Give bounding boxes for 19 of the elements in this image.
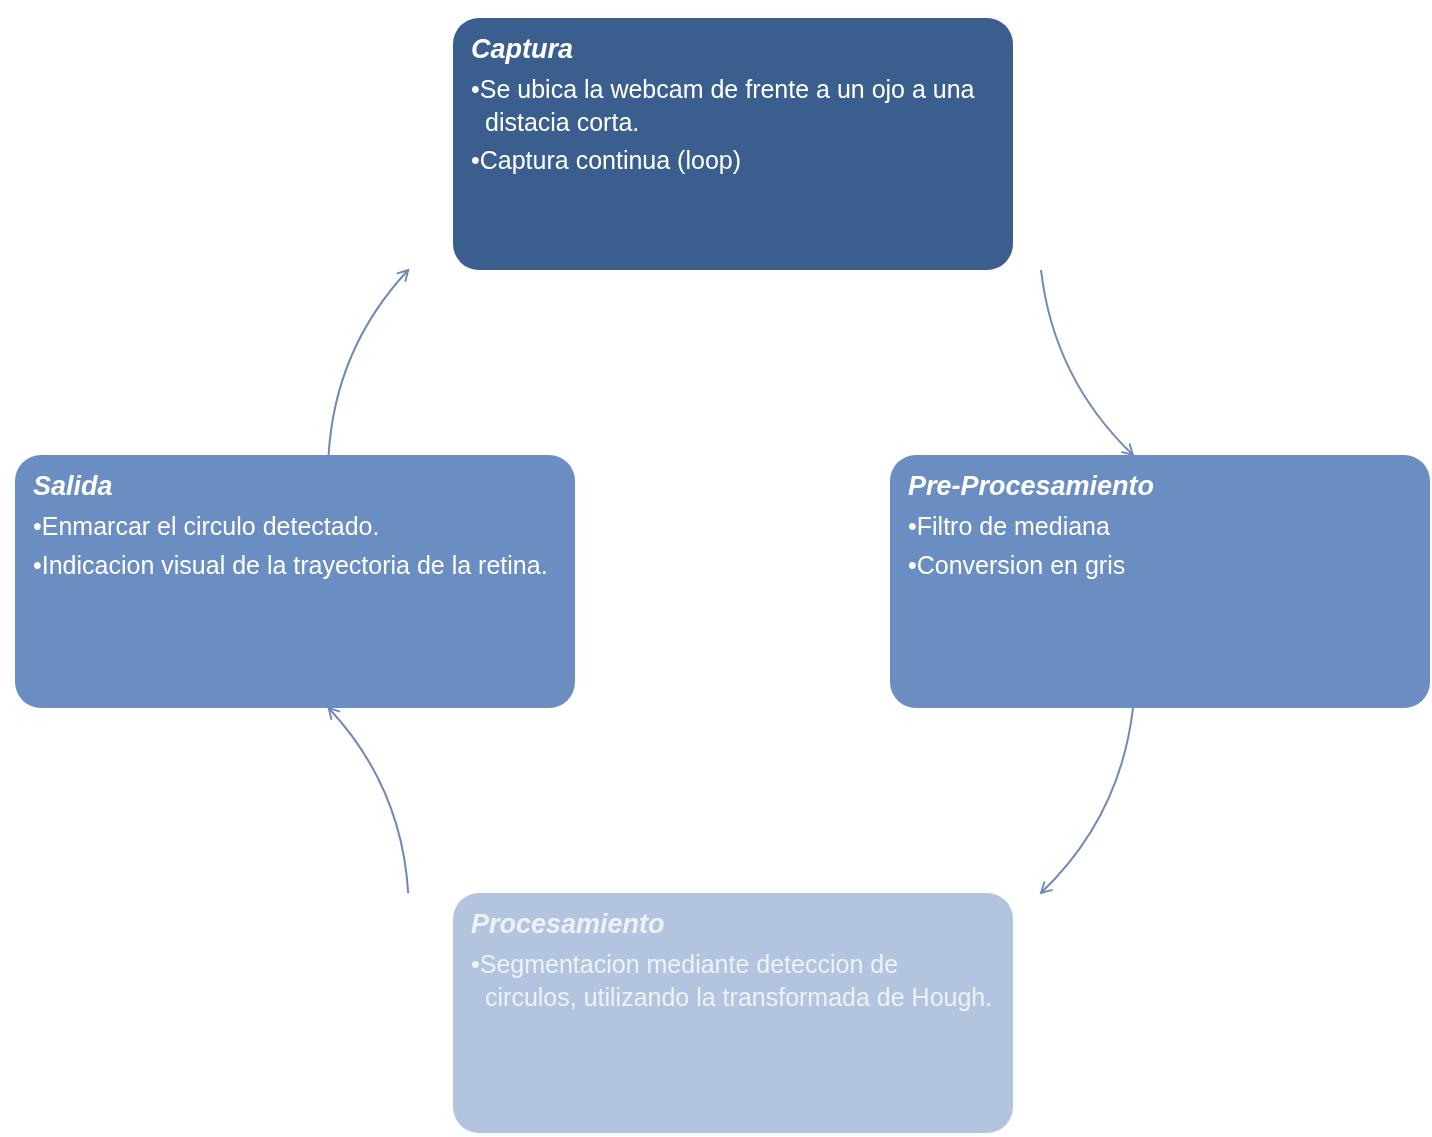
bullet-text: •Segmentacion mediante deteccion de circulos, utilizando la transformada de Hough. [471,949,994,1013]
arrow [327,269,410,456]
box-heading: Pre-Procesamiento [908,471,1156,502]
bullet-text: •Se ubica la webcam de frente a un ojo a una distacia corta. [471,74,976,138]
bullet-text: •Filtro de mediana [908,511,1111,542]
box-heading: Procesamiento [471,909,666,940]
bullet-text: •Enmarcar el circulo detectado. [33,511,381,542]
arrow [1040,707,1134,894]
process-box [453,893,1013,1133]
box-heading: Salida [33,471,114,502]
box-heading: Captura [471,34,574,65]
process-box [453,18,1013,270]
arrow [1040,269,1134,456]
bullet-text: •Indicacion visual de la trayectoria de la retina. [33,549,549,581]
process-box [15,455,575,708]
bullet-text: •Conversion en gris [908,549,1127,581]
arrow [327,707,410,894]
process-box [890,455,1430,708]
bullet-text: •Captura continua (loop) [471,145,743,176]
